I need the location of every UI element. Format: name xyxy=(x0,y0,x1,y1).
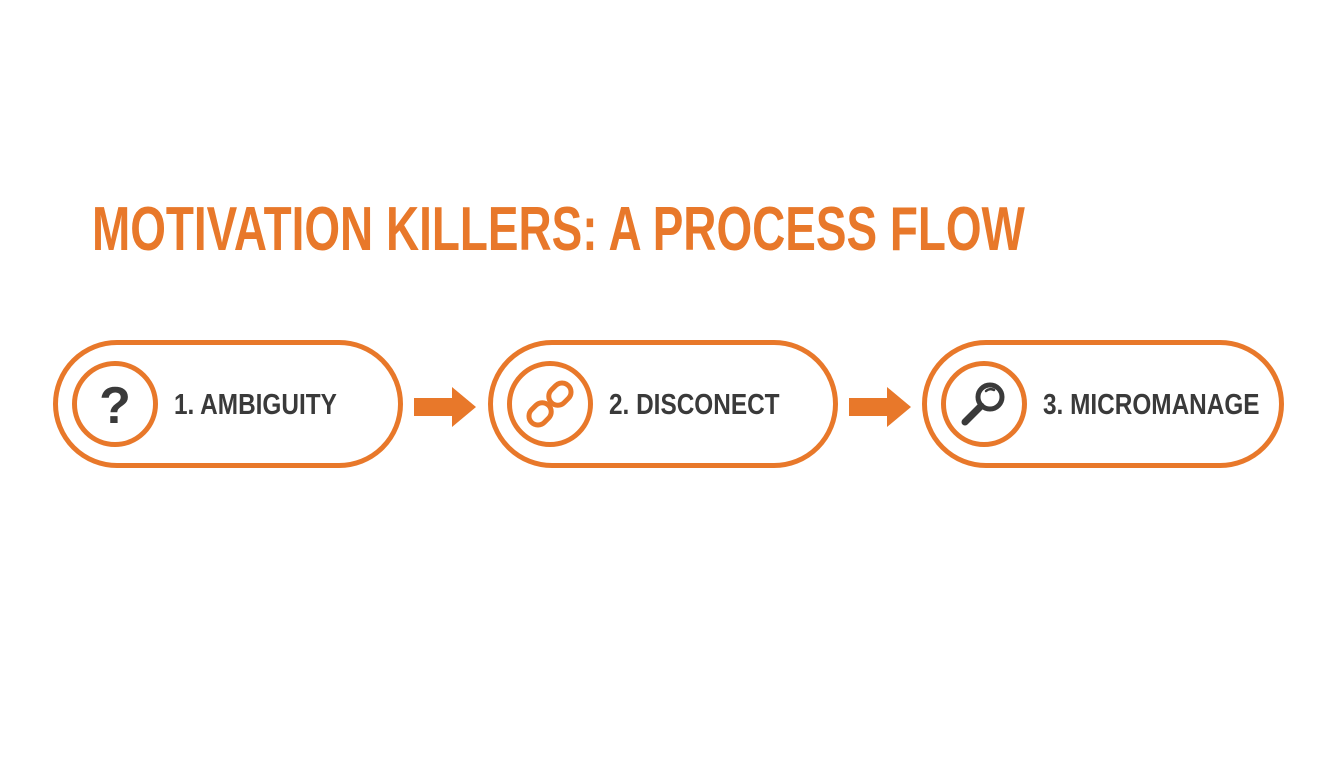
flow-arrow xyxy=(414,387,476,427)
step-micromanage: 3. MICROMANAGE xyxy=(922,340,1284,468)
question-mark-icon: ? xyxy=(99,377,131,432)
diagram-title: MOTIVATION KILLERS: A PROCESS FLOW xyxy=(92,195,1025,264)
flow-arrow xyxy=(849,387,911,427)
step-ambiguity: ? 1. AMBIGUITY xyxy=(53,340,403,468)
step-disconnect: 2. DISCONECT xyxy=(488,340,838,468)
step-label: 3. MICROMANAGE xyxy=(1043,389,1260,421)
magnifying-glass-icon xyxy=(961,382,1005,426)
svg-text:?: ? xyxy=(99,377,131,432)
step-icon-circle xyxy=(941,361,1027,447)
step-icon-circle xyxy=(507,361,593,447)
broken-link-icon xyxy=(526,380,574,428)
step-label: 1. AMBIGUITY xyxy=(174,389,337,421)
step-icon-circle: ? xyxy=(72,361,158,447)
step-label: 2. DISCONECT xyxy=(609,389,780,421)
